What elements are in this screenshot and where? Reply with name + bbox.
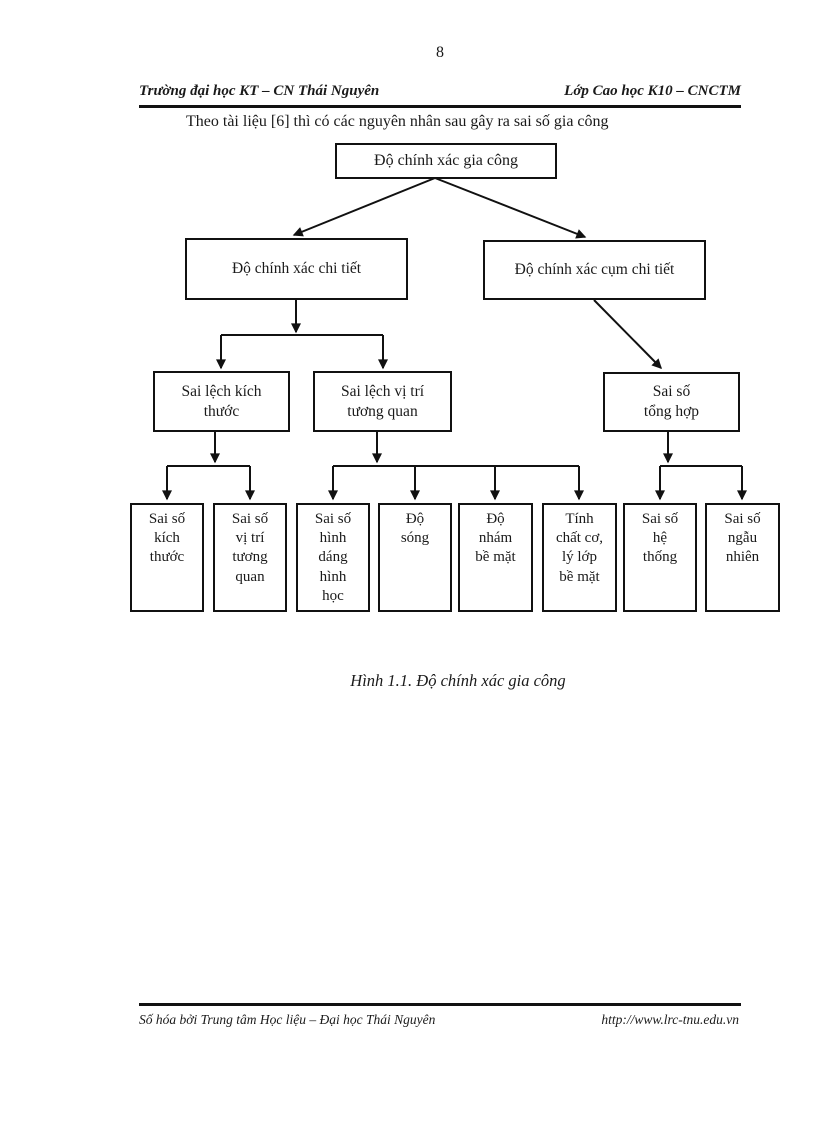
node-total-error: Sai số tổng hợp [603,372,740,432]
node-relative-position-error: Sai số vị trí tương quan [213,503,287,612]
flowchart: Độ chính xác gia công Độ chính xác chi t… [0,140,816,620]
node-random-error: Sai số ngẫu nhiên [705,503,780,612]
node-systematic-error: Sai số hệ thống [623,503,697,612]
node-part-accuracy: Độ chính xác chi tiết [185,238,408,300]
node-surface-roughness: Độ nhám bề mặt [458,503,533,612]
node-position-deviation: Sai lệch vị trí tương quan [313,371,452,432]
node-machining-accuracy: Độ chính xác gia công [335,143,557,179]
footer-left-text: Số hóa bởi Trung tâm Học liệu – Đại học … [139,1012,436,1027]
running-footer: Số hóa bởi Trung tâm Học liệu – Đại học … [139,1012,739,1028]
node-size-error: Sai số kích thước [130,503,204,612]
header-right-text: Lớp Cao học K10 – CNCTM [564,83,741,99]
footer-url: http://www.lrc-tnu.edu.vn [601,1012,739,1027]
node-geometric-shape-error: Sai số hình dáng hình học [296,503,370,612]
header-left-text: Trường đại học KT – CN Thái Nguyên [139,83,380,99]
node-waviness: Độ sóng [378,503,452,612]
node-surface-layer-properties: Tính chất cơ, lý lớp bề mặt [542,503,617,612]
node-assembly-accuracy: Độ chính xác cụm chi tiết [483,240,706,300]
intro-paragraph: Theo tài liệu [6] thì có các nguyên nhân… [186,113,609,130]
figure-caption: Hình 1.1. Độ chính xác gia công [350,671,566,690]
footer-divider [139,1003,741,1006]
running-header: Trường đại học KT – CN Thái Nguyên Lớp C… [139,83,741,108]
flowchart-connectors [162,177,747,501]
node-size-deviation: Sai lệch kích thước [153,371,290,432]
page-number: 8 [436,44,444,61]
